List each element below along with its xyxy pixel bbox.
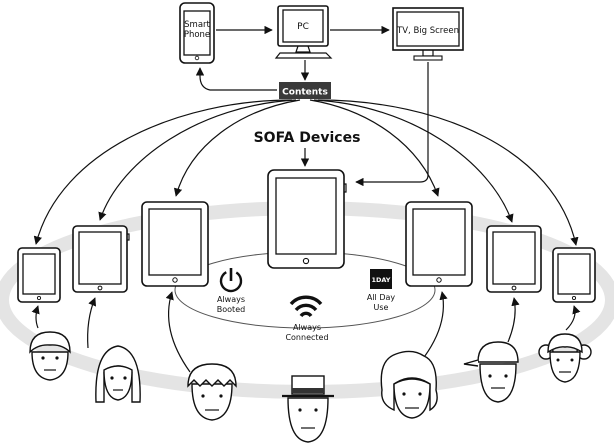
person-6-face (463, 341, 519, 403)
person-2-face (95, 345, 141, 403)
tablet-right-large (405, 201, 473, 287)
person-1-face (29, 331, 71, 381)
pc-device: PC (274, 5, 333, 59)
tablet-left-small (17, 247, 61, 303)
always-connected-line2: Connected (285, 333, 328, 342)
one-day-badge: 1DAY (370, 269, 392, 289)
all-day-use-line1: All Day (367, 293, 396, 302)
tablet-right-small (552, 247, 596, 303)
person-3-face (187, 363, 237, 421)
person-7-face (538, 333, 592, 383)
tablet-left-medium (72, 225, 130, 293)
one-day-badge-text: 1DAY (371, 276, 390, 284)
tablet-right-medium (486, 225, 542, 293)
tablet-center (267, 169, 347, 269)
smartphone-device: Smart Phone (179, 2, 215, 64)
tv-device: TV, Big Screen (392, 7, 464, 61)
pc-label: PC (297, 22, 309, 32)
distribution-arrows (33, 99, 579, 246)
tablet-left-large (141, 201, 209, 287)
always-booted-line1: Always (217, 295, 245, 304)
smartphone-label-line2: Phone (184, 30, 210, 40)
always-connected-line1: Always (293, 323, 321, 332)
power-icon (219, 268, 243, 293)
always-booted-line2: Booted (217, 305, 245, 314)
arrow-contents-to-phone (195, 67, 277, 91)
contents-label: Contents (282, 88, 328, 98)
arrow-tv-to-center (355, 62, 429, 187)
person-4-face (282, 375, 334, 443)
wifi-icon (289, 295, 323, 318)
tv-label: TV, Big Screen (396, 26, 459, 36)
contents-box: Contents (279, 82, 331, 99)
all-day-use-line2: Use (374, 303, 389, 312)
sofa-devices-title: SOFA Devices (254, 130, 361, 146)
person-5-face (380, 350, 438, 419)
smartphone-label-line1: Smart (184, 20, 210, 30)
